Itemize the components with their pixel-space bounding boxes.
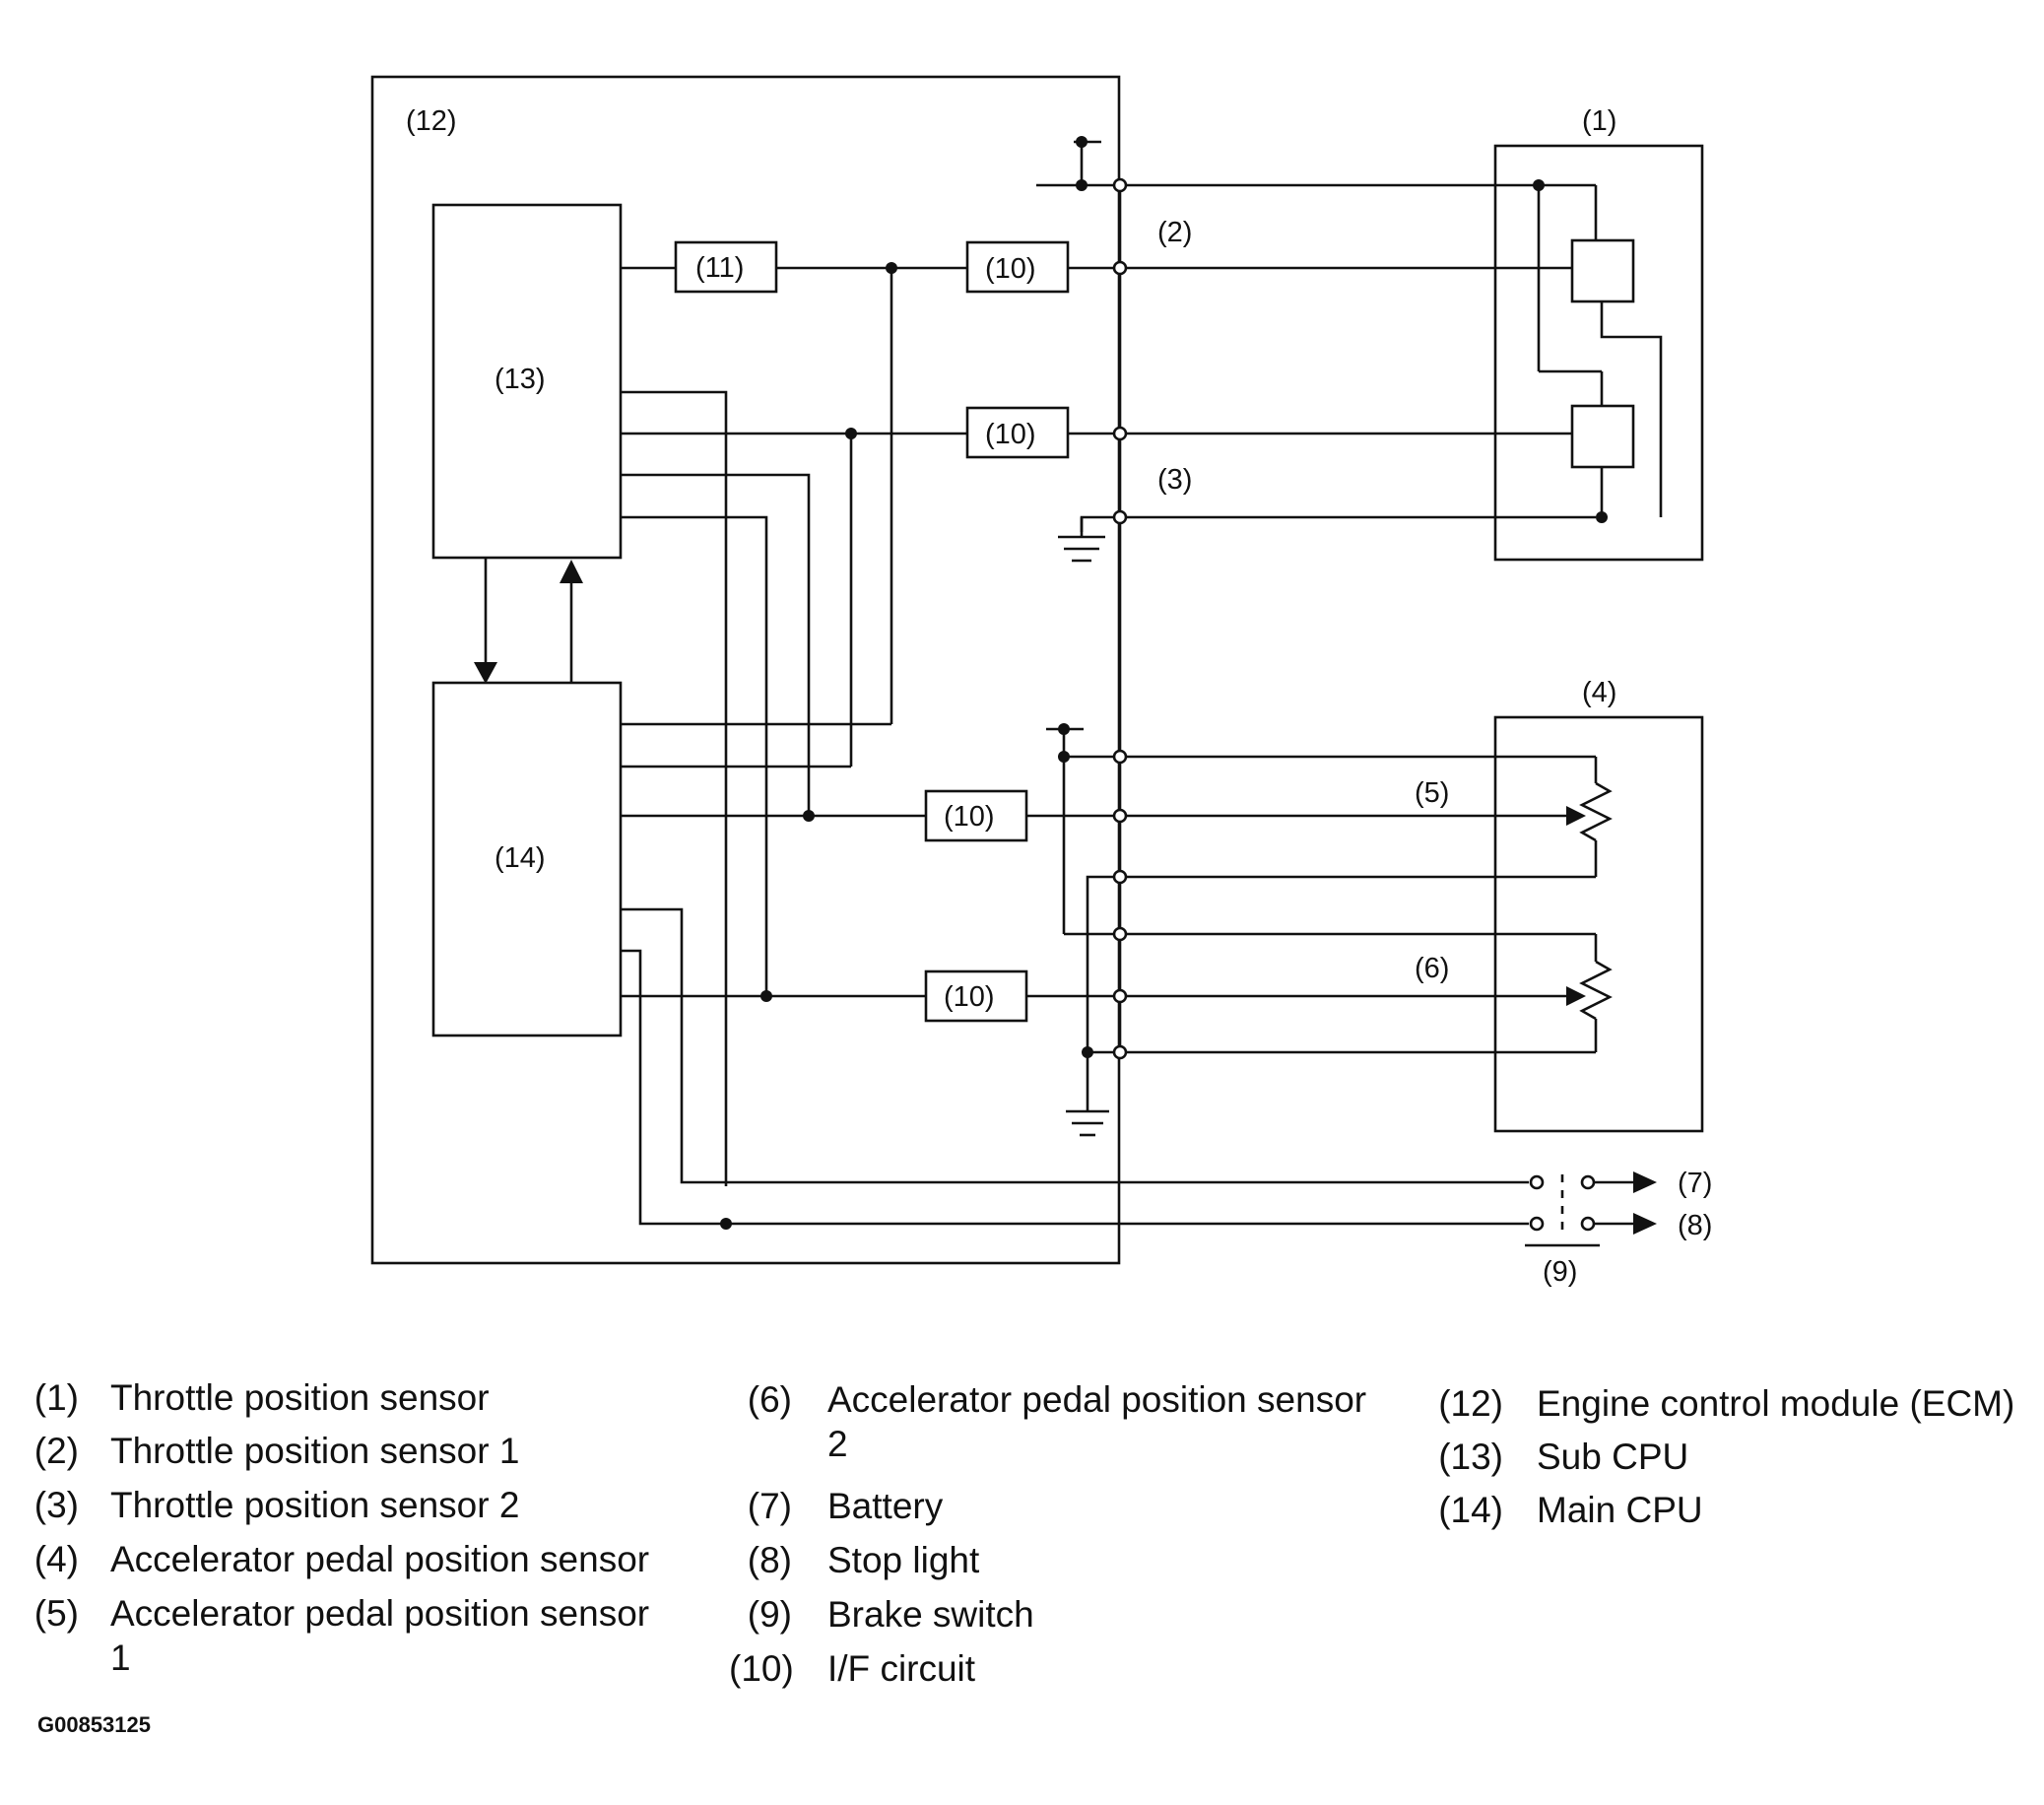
legend-num: (4) <box>33 1539 79 1579</box>
interface-11-box <box>674 240 778 294</box>
legend-num: (9) <box>747 1594 792 1635</box>
callout-10-b: (10) <box>985 419 1036 450</box>
throttle-sensor-box <box>1493 144 1704 562</box>
legend-text: Battery <box>827 1486 944 1526</box>
legend-text: Throttle position sensor <box>110 1377 490 1418</box>
legend-text-cont: 2 <box>827 1424 848 1464</box>
legend-num: (6) <box>747 1379 792 1420</box>
legend-num: (5) <box>33 1593 79 1634</box>
supply-symbol-pedal <box>1046 723 1120 936</box>
legend-text: Accelerator pedal position sensor <box>827 1379 1367 1420</box>
callout-7: (7) <box>1678 1168 1712 1199</box>
ecm-throttle-circuit-diagram: (12) (13) (14) (11) (10) (2) <box>370 75 1712 1288</box>
callout-11: (11) <box>695 252 744 284</box>
connector-pins <box>1112 177 1128 1060</box>
figure-id: G00853125 <box>37 1712 151 1737</box>
wire-tps1 <box>621 262 1572 726</box>
if-circuit-box-3 <box>924 789 1028 842</box>
callout-2: (2) <box>1157 217 1192 248</box>
legend-text: Main CPU <box>1537 1490 1703 1530</box>
legend-num: (10) <box>729 1648 794 1689</box>
legend-num: (7) <box>747 1486 792 1526</box>
callout-6: (6) <box>1415 953 1449 984</box>
legend-text: Throttle position sensor 2 <box>110 1485 520 1525</box>
callout-3: (3) <box>1157 464 1192 496</box>
legend-num: (12) <box>1438 1383 1503 1424</box>
callout-10-c: (10) <box>944 801 995 833</box>
callout-5: (5) <box>1415 777 1449 809</box>
callout-4: (4) <box>1582 677 1616 708</box>
legend-text: Accelerator pedal position sensor <box>110 1539 650 1579</box>
legend-text-cont: 1 <box>110 1638 131 1678</box>
legend-num: (3) <box>33 1485 79 1525</box>
callout-12: (12) <box>406 105 457 137</box>
if-circuit-box-4 <box>924 969 1028 1023</box>
legend-text: Brake switch <box>827 1594 1034 1635</box>
cpu-link-arrows <box>474 558 583 684</box>
legend-text: I/F circuit <box>827 1648 976 1689</box>
wire-apps2 <box>621 875 1613 1137</box>
legend-num: (8) <box>747 1540 792 1580</box>
callout-14: (14) <box>495 842 546 874</box>
legend-num: (1) <box>33 1377 79 1418</box>
throttle-sensor-internals <box>1120 179 1663 523</box>
wire-tps2 <box>621 428 1572 769</box>
callout-13: (13) <box>495 364 546 395</box>
main-cpu-box <box>431 681 623 1037</box>
legend-text: Stop light <box>827 1540 980 1580</box>
callout-10-a: (10) <box>985 253 1036 285</box>
supply-symbol-top <box>1036 136 1120 191</box>
legend-num: (2) <box>33 1431 79 1471</box>
callout-9: (9) <box>1543 1256 1577 1288</box>
if-circuit-box-2 <box>965 406 1070 459</box>
wire-subcpu-cross <box>621 390 811 1186</box>
callout-8: (8) <box>1678 1210 1712 1241</box>
if-circuit-box-1 <box>965 240 1070 294</box>
legend-text: Engine control module (ECM) <box>1537 1383 2015 1424</box>
callout-10-d: (10) <box>944 981 995 1013</box>
wire-brake-switch <box>621 907 1657 1247</box>
legend-num: (13) <box>1438 1437 1503 1477</box>
ground-tps <box>1058 515 1596 563</box>
accel-pedal-sensor-box <box>1493 715 1704 1133</box>
legend-num: (14) <box>1438 1490 1503 1530</box>
legend-text: Throttle position sensor 1 <box>110 1431 520 1471</box>
legend-text: Accelerator pedal position sensor <box>110 1593 650 1634</box>
legend-text: Sub CPU <box>1537 1437 1689 1477</box>
sub-cpu-box <box>431 203 623 560</box>
callout-1: (1) <box>1582 105 1616 137</box>
